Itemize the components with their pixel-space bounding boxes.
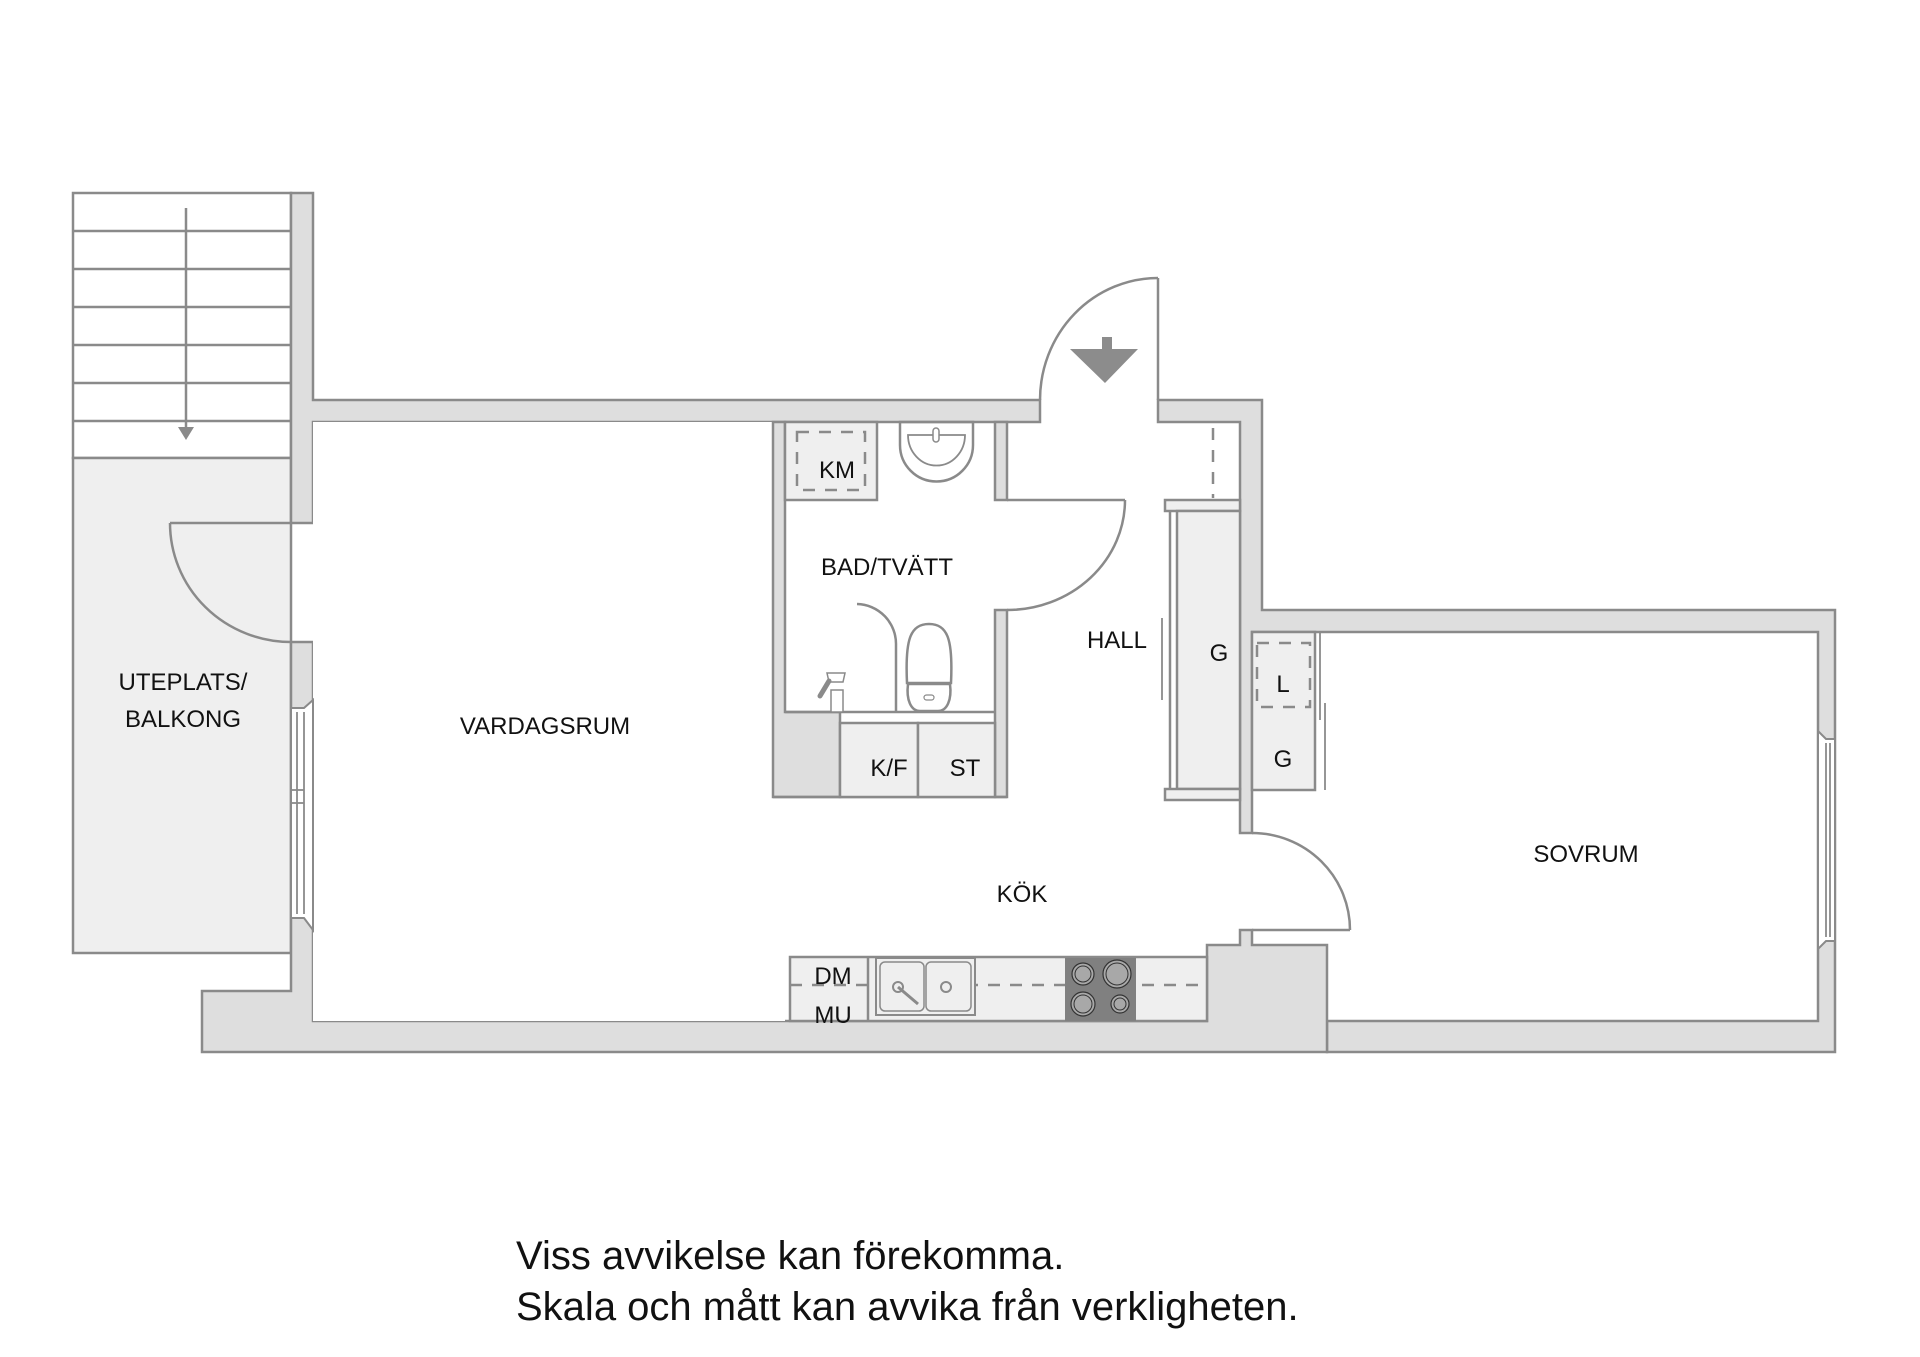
label-bath: BAD/TVÄTT	[821, 554, 953, 581]
label-dm: DM	[814, 963, 851, 990]
kitchen-sink-icon	[875, 957, 976, 1016]
staircase	[71, 191, 293, 460]
label-living-room: VARDAGSRUM	[460, 713, 630, 740]
bedroom-door	[1251, 831, 1352, 932]
label-balcony-1: UTEPLATS/	[119, 669, 248, 696]
label-balcony-2: BALKONG	[125, 706, 241, 733]
entrance-arrow-icon	[1070, 337, 1138, 383]
bath-door	[1006, 498, 1127, 612]
entrance-door	[1038, 276, 1160, 401]
disclaimer-line-2: Skala och mått kan avvika från verklighe…	[516, 1285, 1299, 1329]
label-linen: L	[1276, 671, 1289, 698]
balcony-floor	[71, 456, 293, 955]
stove-icon	[1065, 958, 1136, 1021]
window-bedroom	[1817, 728, 1836, 952]
stair-arrow-icon	[178, 208, 194, 440]
label-wardrobe-hall: G	[1210, 640, 1229, 667]
label-kitchen: KÖK	[997, 881, 1048, 908]
label-kf: K/F	[870, 755, 907, 782]
window-balcony	[290, 697, 314, 933]
shower-head-icon	[817, 672, 846, 713]
shower-icon	[856, 602, 898, 712]
label-st: ST	[950, 755, 981, 782]
label-mu: MU	[814, 1002, 851, 1029]
label-wardrobe-bedroom: G	[1274, 746, 1293, 773]
kitchen-counter	[788, 955, 1209, 1023]
label-km: KM	[819, 457, 855, 484]
label-bedroom: SOVRUM	[1533, 841, 1638, 868]
label-hall: HALL	[1087, 627, 1147, 654]
sink-icon	[898, 420, 975, 483]
balcony-door	[168, 521, 292, 644]
disclaimer-line-1: Viss avvikelse kan förekomma.	[516, 1234, 1065, 1278]
toilet-icon	[905, 622, 953, 713]
